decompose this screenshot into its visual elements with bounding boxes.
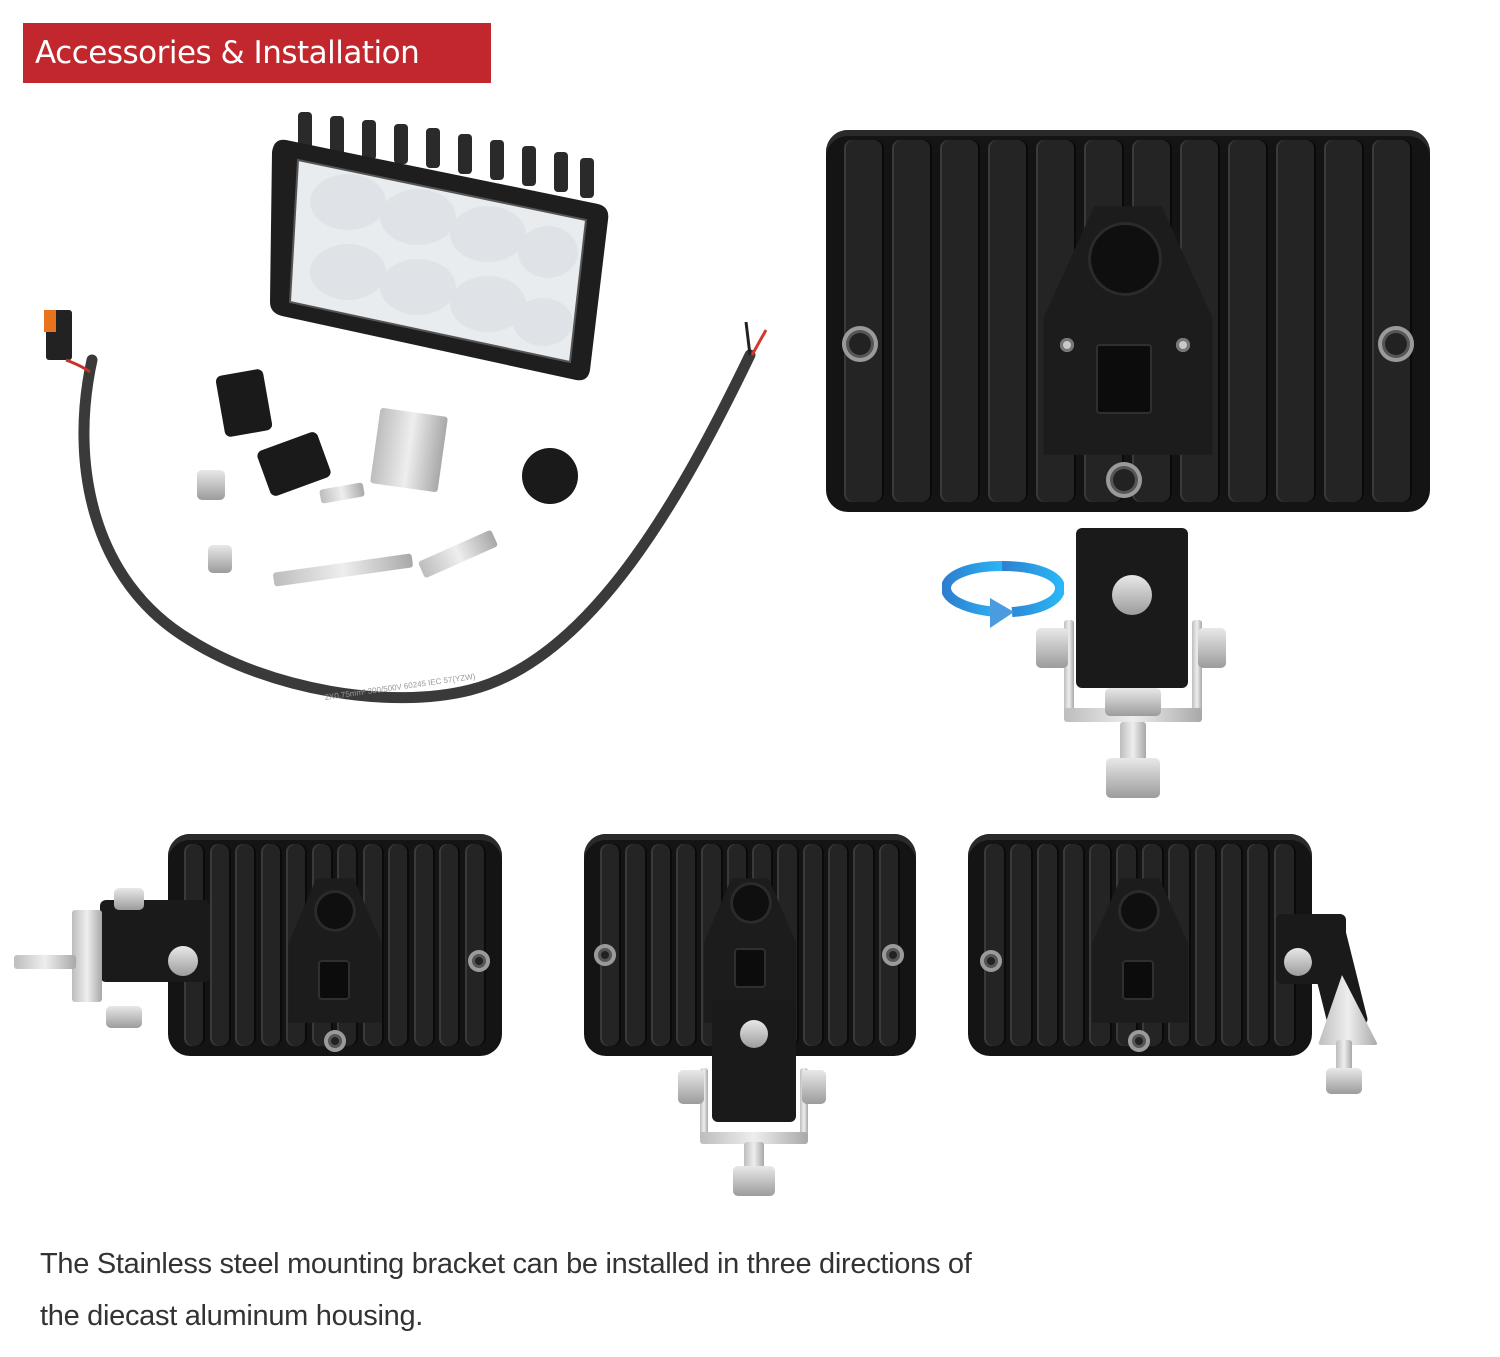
rotate-arrow-icon	[942, 561, 1064, 628]
mount-hole-bottom	[1106, 462, 1142, 498]
hex-socket-bolt-icon	[1112, 575, 1152, 615]
mount-hole-right	[1378, 326, 1414, 362]
diecast-housing-back	[826, 130, 1430, 512]
mounting-cap-icon	[522, 448, 578, 504]
caption-line-2: the diecast aluminum housing.	[40, 1300, 424, 1332]
section-title: Accessories & Installation	[35, 35, 420, 71]
lock-nut-icon	[208, 545, 232, 573]
section-title-banner: Accessories & Installation	[23, 23, 491, 83]
stainless-bracket-icon	[370, 407, 448, 493]
stainless-bracket-icon	[1064, 620, 1074, 720]
mount-hole-left	[842, 326, 878, 362]
wiring-harness-icon: 2X0.75mm² 300/500V 60245 IEC 57(YZW)	[44, 310, 768, 704]
installation-caption: The Stainless steel mounting bracket can…	[40, 1238, 1180, 1342]
breather-vent-icon	[1088, 222, 1162, 296]
led-work-light-front-icon	[270, 112, 609, 381]
lock-nut-icon	[1106, 758, 1160, 798]
caption-line-1: The Stainless steel mounting bracket can…	[40, 1248, 972, 1280]
deutsch-connector-icon	[1096, 344, 1152, 414]
lock-nut-icon	[197, 470, 225, 500]
